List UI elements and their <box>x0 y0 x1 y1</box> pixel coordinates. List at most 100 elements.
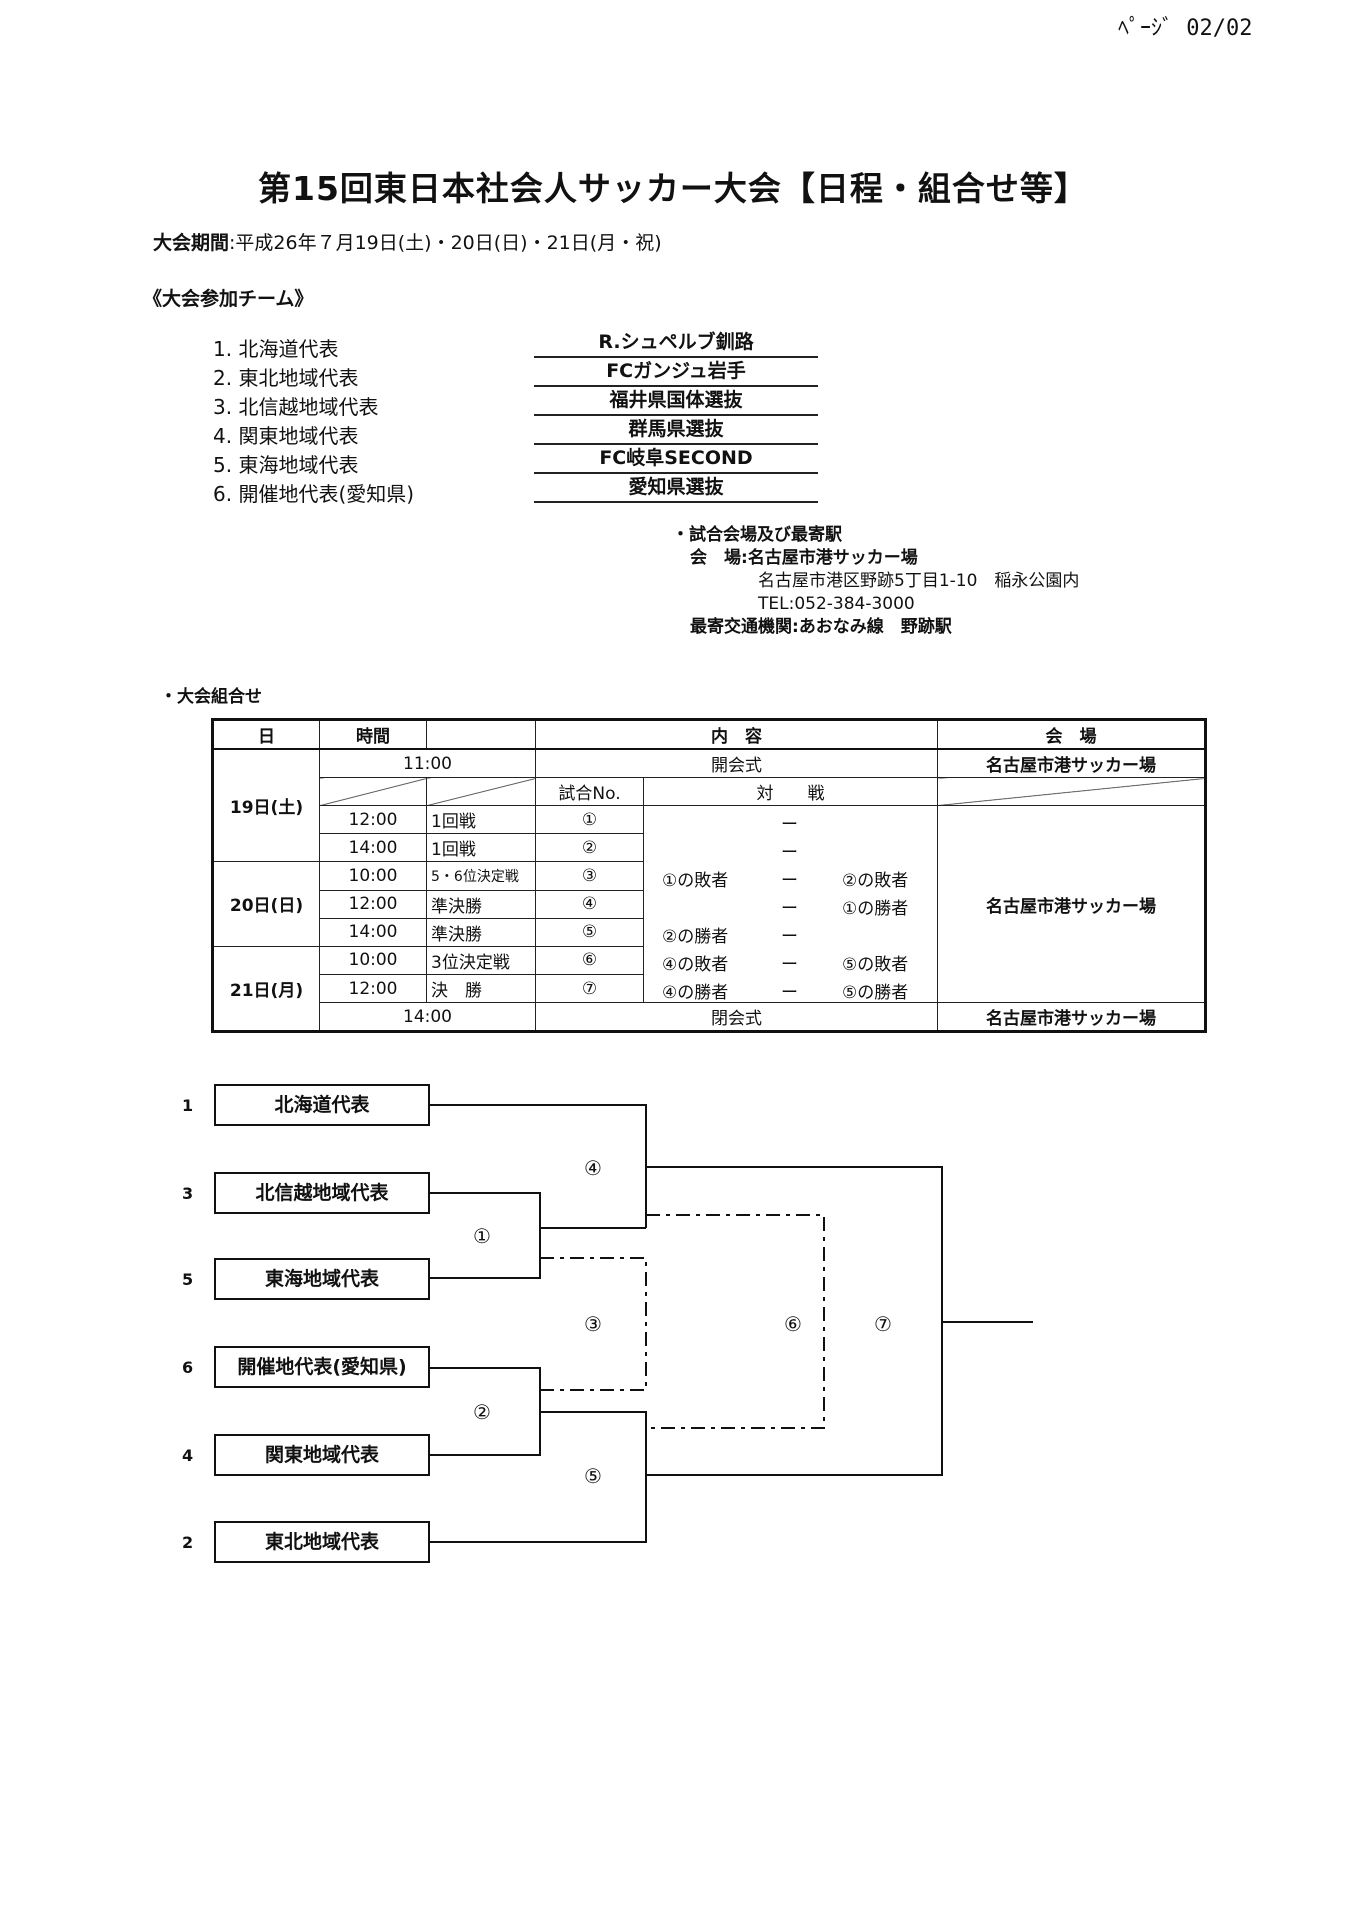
bracket-dashed-line <box>646 1214 825 1429</box>
matchup-right: ②の敗者 <box>842 871 909 891</box>
bracket-match-label: ③ <box>584 1312 602 1336</box>
table-row: 12:00 1回戦 ① ー ー ①の敗者 ー ②の敗者 ー ①の勝者 ②の勝者 … <box>213 805 1206 1003</box>
bracket-line <box>430 1104 647 1228</box>
match-no: ② <box>535 833 644 862</box>
matchup-left: ①の敗者 <box>662 871 729 891</box>
team-name: 愛知県選抜 <box>534 473 818 503</box>
bracket-match-label: ⑦ <box>874 1312 892 1336</box>
page-number: ﾍﾟｰｼﾞ 02/02 <box>1118 16 1253 41</box>
team-region: 3. 北信越地域代表 <box>213 395 379 419</box>
table-header-row: 日 時間 内 容 会 場 <box>212 719 1206 750</box>
match-time: 10:00 <box>319 861 427 891</box>
table-row: 14:00 準決勝 ⑤ <box>213 917 1206 947</box>
match-round: 3位決定戦 <box>426 945 536 975</box>
bracket-match-label: ⑤ <box>584 1464 602 1488</box>
day-cell: 19日(土) <box>212 748 320 862</box>
team-region: 4. 関東地域代表 <box>213 424 359 448</box>
matchup-left: ④の勝者 <box>662 983 729 1003</box>
schedule-table: 日 時間 内 容 会 場 19日(土) 11:00 開会式 名古屋市港サッカー場… <box>211 718 1207 1033</box>
match-no: ⑤ <box>535 917 644 947</box>
table-row: 12:00 決 勝 ⑦ <box>213 974 1206 1003</box>
seed-number: 5 <box>182 1270 194 1289</box>
matchup-left: ④の敗者 <box>662 955 729 975</box>
team-name: R.シュペルブ釧路 <box>534 328 818 358</box>
main-venue: 名古屋市港サッカー場 <box>937 805 1206 1003</box>
day-cell: 20日(日) <box>212 861 320 947</box>
match-round: 1回戦 <box>426 833 536 862</box>
closing-time: 14:00 <box>319 1002 536 1032</box>
match-round: 決 勝 <box>426 974 536 1003</box>
table-row: 試合No. 対 戦 <box>213 777 1206 806</box>
schedule-section-title: ・大会組合せ <box>160 687 262 707</box>
match-round: 5・6位決定戦 <box>426 861 536 891</box>
team-name: 群馬県選抜 <box>534 415 818 445</box>
bracket-match-label: ② <box>473 1400 491 1424</box>
teams-section-title: 《大会参加チーム》 <box>143 288 314 310</box>
opening-venue: 名古屋市港サッカー場 <box>937 748 1206 778</box>
seed-number: 6 <box>182 1358 194 1377</box>
match-round: 1回戦 <box>426 805 536 834</box>
matchup-right: ⑤の敗者 <box>842 955 909 975</box>
bracket-match-label: ④ <box>584 1156 602 1180</box>
period-label: 大会期間 <box>153 232 230 254</box>
team-region: 2. 東北地域代表 <box>213 366 359 390</box>
match-no: ③ <box>535 861 644 891</box>
vs-dash: ー <box>781 927 798 947</box>
match-time: 10:00 <box>319 945 427 975</box>
venue-address: 名古屋市港区野跡5丁目1-10 稲永公園内 <box>758 571 1080 591</box>
bracket-match-label: ⑥ <box>784 1312 802 1336</box>
team-name: FC岐阜SECOND <box>534 444 818 474</box>
transit-line: 最寄交通機関:あおなみ線 野跡駅 <box>690 617 952 637</box>
bracket-line <box>430 1411 647 1543</box>
venue-line: 会 場:名古屋市港サッカー場 <box>690 548 918 568</box>
team-name: 福井県国体選抜 <box>534 386 818 416</box>
bracket-team: 開催地代表(愛知県) <box>214 1346 430 1388</box>
match-time: 14:00 <box>319 917 427 947</box>
day-cell: 21日(月) <box>212 945 320 1032</box>
bracket-team: 東北地域代表 <box>214 1521 430 1563</box>
bracket-team: 東海地域代表 <box>214 1258 430 1300</box>
venue-heading: ・試合会場及び最寄駅 <box>672 525 842 545</box>
seed-number: 2 <box>182 1533 194 1552</box>
bracket-team: 関東地域代表 <box>214 1434 430 1476</box>
opening-label: 開会式 <box>535 748 938 778</box>
vs-dash: ー <box>781 815 798 835</box>
header-content: 内 容 <box>535 719 938 750</box>
venue-tel: TEL:052-384-3000 <box>758 594 915 614</box>
bracket-team: 北信越地域代表 <box>214 1172 430 1214</box>
period-value: :平成26年７月19日(土)・20日(日)・21日(月・祝) <box>229 232 662 254</box>
bracket-match-label: ① <box>473 1224 491 1248</box>
match-no: ④ <box>535 889 644 919</box>
match-no: ⑦ <box>535 974 644 1003</box>
table-row: 20日(日) 10:00 5・6位決定戦 ③ <box>212 861 1206 947</box>
header-match-no: 試合No. <box>535 777 644 806</box>
venue-info: ・試合会場及び最寄駅 会 場:名古屋市港サッカー場 名古屋市港区野跡5丁目1-1… <box>672 524 1079 639</box>
matchup-right: ①の勝者 <box>842 899 909 919</box>
matchup-left: ②の勝者 <box>662 927 729 947</box>
match-time: 14:00 <box>319 833 427 862</box>
vs-dash: ー <box>781 983 798 1003</box>
tournament-period: 大会期間:平成26年７月19日(土)・20日(日)・21日(月・祝) <box>153 228 662 255</box>
header-matchup: 対 戦 <box>643 777 938 806</box>
seed-number: 1 <box>182 1096 194 1115</box>
bracket-line <box>430 1192 541 1279</box>
matchup-right: ⑤の勝者 <box>842 983 909 1003</box>
table-row: 21日(月) 10:00 3位決定戦 ⑥ <box>212 945 1206 1032</box>
match-time: 12:00 <box>319 805 427 834</box>
opening-time: 11:00 <box>319 748 536 778</box>
vs-dash: ー <box>781 843 798 863</box>
bracket-team: 北海道代表 <box>214 1084 430 1126</box>
team-name: FCガンジュ岩手 <box>534 357 818 387</box>
seed-number: 3 <box>182 1184 194 1203</box>
team-region: 5. 東海地域代表 <box>213 453 359 477</box>
table-row: 19日(土) 11:00 開会式 名古屋市港サッカー場 <box>212 748 1206 862</box>
match-no: ① <box>535 805 644 834</box>
matchup-column: ー ー ①の敗者 ー ②の敗者 ー ①の勝者 ②の勝者 ー ④の敗者 ー ⑤の敗… <box>643 805 938 1003</box>
table-row: 14:00 閉会式 名古屋市港サッカー場 <box>213 1002 1206 1032</box>
header-time: 時間 <box>319 719 427 750</box>
match-no: ⑥ <box>535 945 644 975</box>
vs-dash: ー <box>781 955 798 975</box>
seed-number: 4 <box>182 1446 194 1465</box>
vs-dash: ー <box>781 871 798 891</box>
match-round: 準決勝 <box>426 889 536 919</box>
